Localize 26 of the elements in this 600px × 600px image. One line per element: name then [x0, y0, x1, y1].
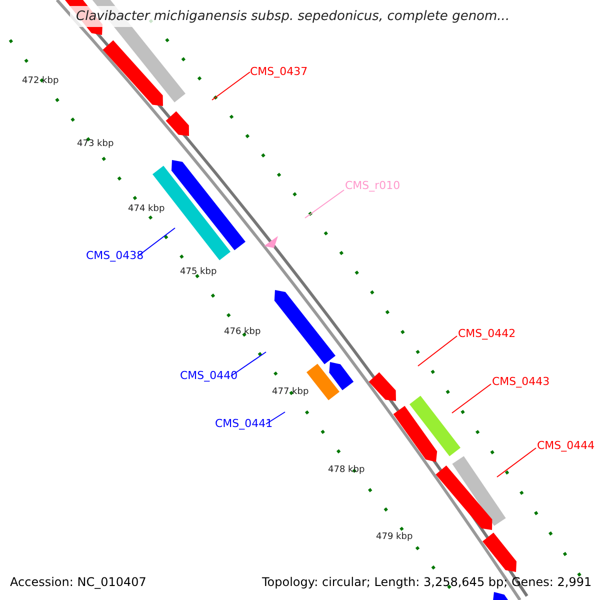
gene-label: CMS_0443 [492, 376, 550, 387]
genome-stats-text: Topology: circular; Length: 3,258,645 bp; Genes: 2,991 [262, 576, 592, 588]
leader-line [452, 384, 492, 414]
leader-line [138, 228, 176, 256]
leader-line [496, 448, 536, 478]
gene-label: CMS_0444 [537, 440, 595, 451]
leader-line [230, 352, 266, 376]
scale-label: 473 kbp [77, 140, 114, 149]
scale-label: 479 kbp [376, 533, 413, 542]
gene-label: CMS_0441 [215, 418, 273, 429]
scale-label: 478 kbp [328, 466, 365, 475]
leader-line [212, 72, 250, 100]
leader-line [304, 190, 344, 218]
gene-label: CMS_0437 [250, 66, 308, 77]
scale-label: 474 kbp [128, 205, 165, 214]
gene-label: CMS_0438 [86, 250, 144, 261]
gene-label: CMS_0440 [180, 370, 238, 381]
leader-line [266, 412, 286, 424]
scale-label: 472 kbp [22, 77, 59, 86]
scale-label: 476 kbp [224, 328, 261, 337]
scale-label: 475 kbp [180, 268, 217, 277]
accession-text: Accession: NC_010407 [10, 576, 146, 588]
scale-label: 477 kbp [272, 388, 309, 397]
gene-label: CMS_0442 [458, 328, 516, 339]
leader-line [418, 336, 458, 366]
gene-label: CMS_r010 [345, 180, 400, 191]
